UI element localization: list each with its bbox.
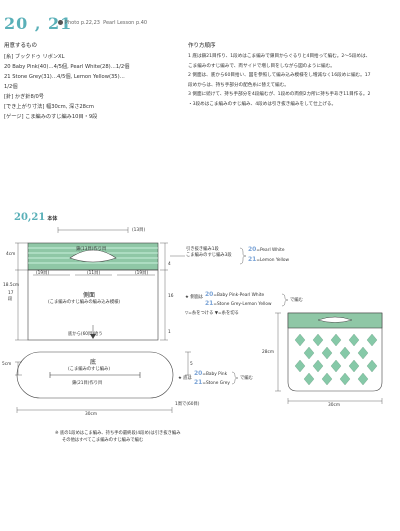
legend-2-a: 20=Baby Pink-Pearl White xyxy=(205,291,264,298)
legend-num: 21 xyxy=(205,300,214,307)
materials-line: [ゲージ] こま編みのすじ編み10目・9段 xyxy=(4,114,98,120)
label-18-5cm: 18.5cm xyxy=(3,283,20,288)
label-4cm: 4cm xyxy=(6,252,16,257)
label-30cm-base: 30cm xyxy=(85,412,98,417)
label-17-dan: 段 xyxy=(8,297,13,302)
legend-thread-note: ▽=糸をつける ▼=糸を切る xyxy=(185,311,239,316)
legend-num: 20 xyxy=(248,246,257,253)
base-dimensions xyxy=(15,351,191,413)
photo-icon xyxy=(58,20,63,25)
pattern-number: 20 , 21 xyxy=(4,14,73,33)
materials-line: [でき上がり寸法] 幅30cm, 深さ28cm xyxy=(4,104,94,110)
materials-line: 21 Stone Grey(31)…4/5個, Lemon Yellow(35)… xyxy=(4,74,125,80)
pickup-arrow xyxy=(90,325,96,339)
materials-title: 用意するもの xyxy=(4,43,38,49)
photo-reference: Photo p.22,23 Pearl Lesson p.40 xyxy=(58,20,147,26)
label-left-19: (19目) xyxy=(36,271,50,276)
procedure-line: 3 側面に続けて、持ち手部分を4段編むが、1段めの両側2カ所に持ち手あき11目作… xyxy=(188,92,371,97)
materials-section: 用意するもの [糸] ブックドゥ リボンXL 20 Baby Pink(40)…… xyxy=(4,41,174,122)
base-chain: 鎖(21目)作り目 xyxy=(72,381,103,386)
legend-text: =Pearl White xyxy=(256,248,285,253)
side-subtitle: (こま編みのすじ編みの編み込み模様) xyxy=(48,300,121,305)
procedure-line: 2 側面は、底から60目拾い、図を参照して編み込み模様をし増減なく16段めに編む… xyxy=(188,73,371,78)
label-top-13: (13目) xyxy=(132,228,146,233)
legend-num: 21 xyxy=(194,379,203,386)
bottom-pickup: 底から(60目)拾う xyxy=(68,332,103,337)
legend-2-b: 21=Stone Grey-Lemon Yellow xyxy=(205,300,272,307)
materials-line: 1/2個 xyxy=(4,84,18,90)
procedure-list: 1 底は鎖21目作り、1段めはこま編みで鎖目からぐるりと4目拾って編む。2〜5段… xyxy=(188,52,398,109)
legend-text: =Stone Grey-Lemon Yellow xyxy=(213,302,272,307)
materials-line: [針] かぎ針8/0号 xyxy=(4,94,44,100)
procedure-line: こま編みのすじ編みで、両サイドで増し目をしながら図のように編む。 xyxy=(188,63,335,69)
legend-3-b: 21=Stone Grey xyxy=(194,379,230,386)
label-30cm-bag: 30cm xyxy=(328,403,341,408)
row-5: 5 xyxy=(190,362,193,367)
legend-text: =Lemon Yellow xyxy=(256,258,290,263)
lesson-page: Pearl Lesson p.40 xyxy=(103,20,148,26)
legend-2-tail: で編む xyxy=(290,298,303,303)
finished-bag xyxy=(287,312,383,392)
label-28cm: 28cm xyxy=(262,350,275,355)
side-dimensions xyxy=(15,227,185,341)
procedure-line: 1 底は鎖21目作り、1段めはこま編みで鎖目からぐるりと4目拾って編む。2〜5段… xyxy=(188,54,371,59)
base-subtitle: (こま編みのすじ編み) xyxy=(68,367,111,372)
legend-num: 20 xyxy=(205,291,214,298)
procedure-line: ・3段めはこま編みのすじ編み、4段めは引き抜き編みをして仕上げる。 xyxy=(188,101,337,107)
footnote-1: ※ 底の1段めはこま編み、持ち手の最終段(4段め)は引き抜き編み xyxy=(55,431,181,436)
legend-text: =Stone Grey xyxy=(202,381,230,386)
label-right-19: (19目) xyxy=(135,271,149,276)
row-4: 4 xyxy=(168,262,171,267)
row-1: 1 xyxy=(168,330,171,335)
stitch-note-1: 引き抜き編み1段 xyxy=(186,247,219,252)
one-round: 1周で(60目) xyxy=(175,402,200,407)
legend-3-head: ★ 底は xyxy=(178,376,192,381)
label-17: 17 xyxy=(8,291,14,296)
materials-list: [糸] ブックドゥ リボンXL 20 Baby Pink(40)…4/5個, P… xyxy=(4,52,174,122)
legend-3-a: 20=Baby Pink xyxy=(194,370,227,377)
legend-num: 21 xyxy=(248,256,257,263)
procedure-line: 段めからは、持ち手部分の配色糸に替えて編む。 xyxy=(188,82,289,88)
row-16: 16 xyxy=(168,294,174,299)
procedure-section: 作り方順序 1 底は鎖21目作り、1段めはこま編みで鎖目からぐるりと4目拾って編… xyxy=(188,41,398,109)
side-title: 側面 xyxy=(83,292,96,299)
materials-line: 20 Baby Pink(40)…4/5個, Pearl White(28)…1… xyxy=(4,64,130,70)
bag-diamonds xyxy=(294,333,378,386)
base-panel xyxy=(16,351,174,399)
legend-text: =Baby Pink xyxy=(202,372,228,377)
legend-1-a: 20=Pearl White xyxy=(248,246,285,253)
footnote-2: その他はすべてこま編みのすじ編みで編む xyxy=(62,438,144,443)
pattern-subtitle: 本体 xyxy=(47,216,58,222)
label-5cm: 5cm xyxy=(2,362,12,367)
photo-page: Photo p.22,23 xyxy=(65,20,100,26)
legend-2-head: ★ 側面は xyxy=(185,295,204,300)
legend-3-tail: で編む xyxy=(240,376,253,381)
procedure-title: 作り方順序 xyxy=(188,43,216,49)
stitch-note-2: こま編みのすじ編み3段 xyxy=(186,253,232,258)
materials-line: [糸] ブックドゥ リボンXL xyxy=(4,54,65,60)
label-chain-13: 鎖(13目)作り目 xyxy=(76,247,107,252)
label-mid-11: (11目) xyxy=(87,271,101,276)
legend-num: 20 xyxy=(194,370,203,377)
legend-1-b: 21=Lemon Yellow xyxy=(248,256,289,263)
legend-text: =Baby Pink-Pearl White xyxy=(213,293,265,298)
bag-dimensions xyxy=(275,312,383,404)
legend-braces xyxy=(231,247,289,385)
base-title: 底 xyxy=(90,359,97,366)
